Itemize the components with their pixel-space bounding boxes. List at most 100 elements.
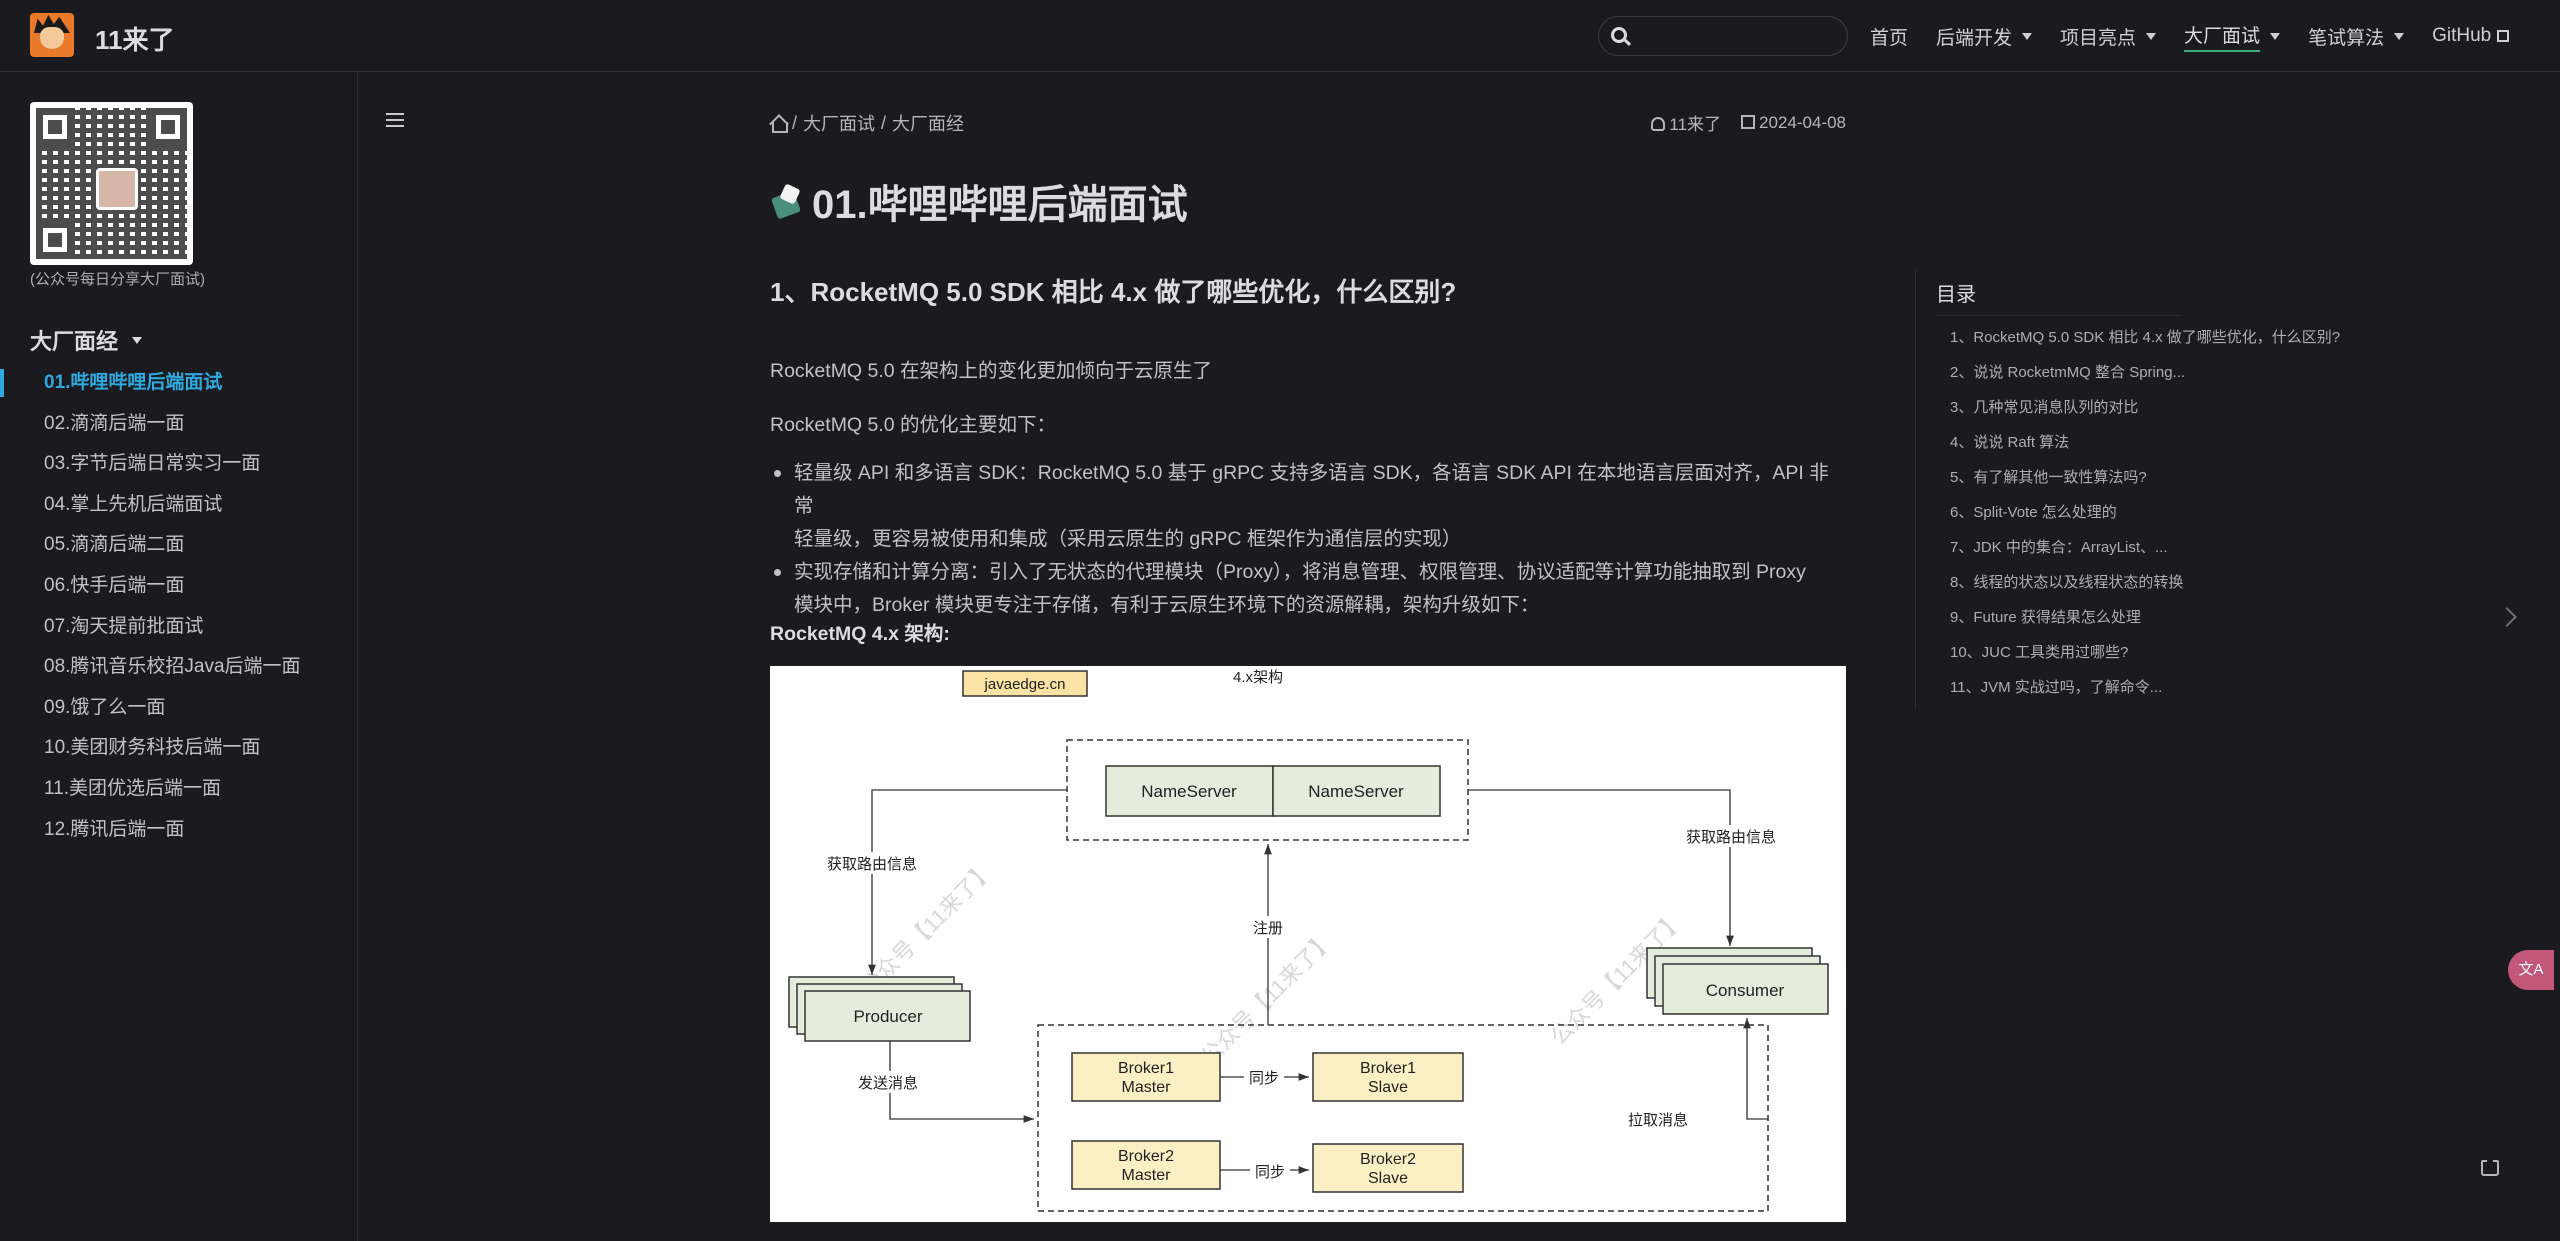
toc-item[interactable]: 9、Future 获得结果怎么处理 xyxy=(1950,609,2141,626)
sidebar-item[interactable]: 09.饿了么一面 xyxy=(44,696,166,718)
watermark-text: 公众号【11来了】 xyxy=(1196,927,1339,1070)
broker-label: Broker1 xyxy=(1360,1060,1416,1077)
edge-label: 获取路由信息 xyxy=(1686,829,1776,846)
broker-label: Slave xyxy=(1368,1079,1408,1096)
nav-home[interactable]: 首页 xyxy=(1870,27,1909,49)
external-link-icon xyxy=(2497,30,2510,42)
theme-icon[interactable] xyxy=(2481,1160,2499,1176)
broker-label: Master xyxy=(1122,1079,1172,1096)
nav-links: 首页 后端开发 项目亮点 大厂面试 笔试算法 GitHub xyxy=(1870,0,2537,72)
consumer-label: Consumer xyxy=(1706,981,1785,1000)
list-item: 实现存储和计算分离：引入了无状态的代理模块（Proxy），将消息管理、权限管理、… xyxy=(770,556,1846,622)
toc-item[interactable]: 7、JDK 中的集合：ArrayList、... xyxy=(1950,539,2168,556)
toc-item[interactable]: 10、JUC 工具类用过哪些? xyxy=(1950,644,2129,661)
watermark: 公众号【11来了】 公众号【11来了】 公众号【11来了】 xyxy=(856,857,1689,1070)
broker-label: Broker2 xyxy=(1360,1151,1416,1168)
toc-item[interactable]: 4、说说 Raft 算法 xyxy=(1950,434,2070,451)
edge-label: 同步 xyxy=(1249,1070,1279,1087)
nav-interviews[interactable]: 大厂面试 xyxy=(2184,0,2281,72)
site-logo[interactable] xyxy=(30,13,74,57)
nav-github[interactable]: GitHub xyxy=(2432,0,2510,72)
search-input[interactable] xyxy=(1598,16,1848,56)
edge-label: 发送消息 xyxy=(858,1075,918,1092)
sidebar-item[interactable]: 10.美团财务科技后端一面 xyxy=(44,737,261,759)
broker-node xyxy=(1071,1052,1221,1102)
route-arrow xyxy=(868,789,1067,975)
sidebar-item[interactable]: 04.掌上先机后端面试 xyxy=(44,493,223,515)
list-item: 轻量级 API 和多语言 SDK：RocketMQ 5.0 基于 gRPC 支持… xyxy=(770,457,1846,556)
qr-code-image xyxy=(30,102,193,265)
toc-item[interactable]: 8、线程的状态以及线程状态的转换 xyxy=(1950,574,2184,591)
home-icon[interactable] xyxy=(770,115,788,133)
sidebar-toggle-icon[interactable] xyxy=(386,113,404,127)
broker-label: Broker1 xyxy=(1118,1060,1174,1077)
nav-project-highlights[interactable]: 项目亮点 xyxy=(2060,0,2157,72)
nameserver-node xyxy=(1272,765,1441,817)
gem-icon xyxy=(770,184,804,218)
chevron-down-icon xyxy=(2394,32,2405,40)
sidebar-item[interactable]: 06.快手后端一面 xyxy=(44,574,185,596)
sidebar-item[interactable]: 08.腾讯音乐校招Java后端一面 xyxy=(44,656,301,678)
consumer-node xyxy=(1662,963,1829,1015)
top-navbar: 11来了 首页 后端开发 项目亮点 大厂面试 笔试算法 GitHub xyxy=(0,0,2560,72)
toc-item[interactable]: 1、RocketMQ 5.0 SDK 相比 4.x 做了哪些优化，什么区别? xyxy=(1950,329,2341,346)
next-page-icon[interactable] xyxy=(2497,607,2517,627)
table-of-contents: 目录 1、RocketMQ 5.0 SDK 相比 4.x 做了哪些优化，什么区别… xyxy=(1915,270,2341,710)
paragraph: RocketMQ 5.0 的优化主要如下： xyxy=(770,414,1057,436)
producer-label: Producer xyxy=(854,1007,923,1026)
publish-date: 2024-04-08 xyxy=(1741,113,1846,133)
producer-node xyxy=(804,990,971,1042)
translate-button[interactable]: 文A xyxy=(2508,950,2554,990)
qr-caption: (公众号每日分享大厂面试) xyxy=(30,271,205,288)
chevron-down-icon xyxy=(2022,32,2033,40)
nameserver-node xyxy=(1105,765,1274,817)
sidebar-item[interactable]: 05.滴滴后端二面 xyxy=(44,534,185,556)
toc-item[interactable]: 6、Split-Vote 怎么处理的 xyxy=(1950,504,2117,521)
toc-item[interactable]: 2、说说 RocketmMQ 整合 Spring... xyxy=(1950,364,2186,381)
architecture-diagram: 公众号【11来了】 公众号【11来了】 公众号【11来了】 javaedge.c… xyxy=(770,666,1846,1222)
nav-algorithms[interactable]: 笔试算法 xyxy=(2308,0,2405,72)
search-icon xyxy=(1611,27,1627,43)
breadcrumb: / 大厂面试 / 大厂面经 xyxy=(770,110,964,136)
diagram-title: 4.x架构 xyxy=(1233,669,1283,686)
toc-item[interactable]: 3、几种常见消息队列的对比 xyxy=(1950,399,2139,416)
broker-label: Broker2 xyxy=(1118,1148,1174,1165)
send-arrow xyxy=(889,1041,1034,1123)
sidebar-item[interactable]: 01.哔哩哔哩后端面试 xyxy=(0,363,358,404)
sidebar-item[interactable]: 07.淘天提前批面试 xyxy=(44,615,204,637)
section-heading: 1、RocketMQ 5.0 SDK 相比 4.x 做了哪些优化，什么区别? xyxy=(770,277,1457,307)
broker-label: Master xyxy=(1122,1167,1172,1184)
toc-title: 目录 xyxy=(1936,284,1976,306)
broker-cluster xyxy=(1037,1024,1769,1212)
edge-label: 拉取消息 xyxy=(1628,1112,1688,1129)
sidebar-group-title[interactable]: 大厂面经 xyxy=(30,324,143,356)
broker-label: Slave xyxy=(1368,1170,1408,1187)
edge-label: 获取路由信息 xyxy=(827,856,917,873)
avatar xyxy=(96,168,138,210)
calendar-icon xyxy=(1741,114,1756,129)
toc-list: 1、RocketMQ 5.0 SDK 相比 4.x 做了哪些优化，什么区别? 2… xyxy=(1950,320,2341,705)
sidebar-item[interactable]: 02.滴滴后端一面 xyxy=(44,412,185,434)
sidebar-item[interactable]: 11.美团优选后端一面 xyxy=(44,777,222,799)
broker-node xyxy=(1312,1143,1464,1193)
pull-arrow xyxy=(1743,1018,1768,1120)
nav-backend-dev[interactable]: 后端开发 xyxy=(1936,0,2033,72)
author: 11来了 xyxy=(1651,110,1721,135)
breadcrumb-item[interactable]: 大厂面经 xyxy=(892,114,965,134)
sidebar: (公众号每日分享大厂面试) 大厂面经 01.哔哩哔哩后端面试 02.滴滴后端一面… xyxy=(0,72,358,1241)
sidebar-list: 01.哔哩哔哩后端面试 02.滴滴后端一面 03.字节后端日常实习一面 04.掌… xyxy=(0,363,358,850)
toc-item[interactable]: 5、有了解其他一致性算法吗? xyxy=(1950,469,2147,486)
chevron-down-icon xyxy=(2146,32,2157,40)
diagram-tag xyxy=(962,670,1088,697)
broker-node xyxy=(1312,1052,1464,1102)
toc-item[interactable]: 11、JVM 实战过吗，了解命令... xyxy=(1950,679,2163,696)
bold-paragraph: RocketMQ 4.x 架构: xyxy=(770,623,950,645)
nameserver-label: NameServer xyxy=(1308,782,1404,801)
page-title: 01.哔哩哔哩后端面试 xyxy=(770,172,1188,230)
site-title[interactable]: 11来了 xyxy=(95,25,175,55)
sidebar-item[interactable]: 12.腾讯后端一面 xyxy=(44,818,185,840)
breadcrumb-item[interactable]: 大厂面试 xyxy=(803,114,876,134)
chevron-down-icon xyxy=(2270,32,2281,40)
sidebar-item[interactable]: 03.字节后端日常实习一面 xyxy=(44,453,261,475)
route-arrow xyxy=(1468,789,1734,946)
